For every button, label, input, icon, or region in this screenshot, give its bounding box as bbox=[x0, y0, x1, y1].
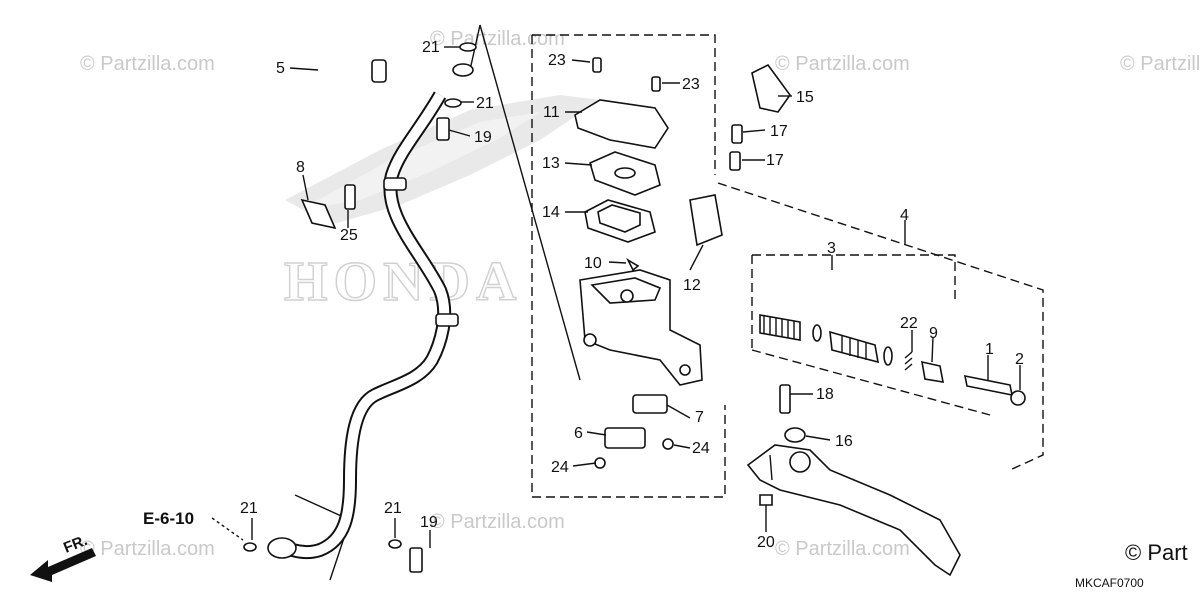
clutch-lever bbox=[746, 384, 961, 577]
callout-19: 19 bbox=[420, 514, 438, 531]
piston-set bbox=[759, 314, 1026, 406]
callout-21: 21 bbox=[476, 95, 494, 112]
callout-20: 20 bbox=[757, 534, 775, 551]
callout-3: 3 bbox=[827, 240, 836, 257]
watermark: © Partzilla.com bbox=[775, 538, 910, 560]
callout-22: 22 bbox=[900, 315, 918, 332]
callout-7: 7 bbox=[695, 409, 704, 426]
hose-fittings bbox=[243, 42, 477, 573]
diagram-code: MKCAF0700 bbox=[1075, 576, 1144, 590]
callout-10: 10 bbox=[584, 255, 602, 272]
callout-23: 23 bbox=[682, 76, 700, 93]
watermark: © Partzilla.com bbox=[80, 538, 215, 560]
callout-14: 14 bbox=[542, 204, 560, 221]
callout-21: 21 bbox=[422, 39, 440, 56]
watermark: © Partzilla.com bbox=[430, 511, 565, 533]
callout-23: 23 bbox=[548, 52, 566, 69]
callout-21: 21 bbox=[384, 500, 402, 517]
callout-21: 21 bbox=[240, 500, 258, 517]
master-cylinder bbox=[574, 57, 791, 469]
callout-4: 4 bbox=[900, 207, 909, 224]
honda-logo-text: HONDA bbox=[284, 251, 522, 313]
callout-17: 17 bbox=[766, 152, 784, 169]
callout-18: 18 bbox=[816, 386, 834, 403]
assembly-frames bbox=[294, 24, 1044, 581]
callout-8: 8 bbox=[296, 159, 305, 176]
brake-hose bbox=[267, 59, 474, 560]
watermark: © Partzilla.com bbox=[775, 53, 910, 75]
front-arrow: FR. bbox=[30, 532, 96, 582]
callout-2: 2 bbox=[1015, 351, 1024, 368]
leader-lines bbox=[211, 46, 1021, 548]
callout-11: 11 bbox=[543, 104, 560, 121]
callout-6: 6 bbox=[574, 425, 583, 442]
callout-16: 16 bbox=[835, 433, 853, 450]
callout-24: 24 bbox=[551, 459, 569, 476]
watermark-layer: © Partzilla.com © Partzilla.com © Partzi… bbox=[80, 28, 1200, 565]
callout-24: 24 bbox=[692, 440, 710, 457]
callout-1: 1 bbox=[985, 341, 994, 358]
callout-17: 17 bbox=[770, 123, 788, 140]
callout-19: 19 bbox=[474, 129, 492, 146]
watermark-corner: © Part bbox=[1125, 540, 1188, 565]
watermark: © Partzilla.com bbox=[80, 53, 215, 75]
callout-25: 25 bbox=[340, 227, 358, 244]
callout-5: 5 bbox=[276, 60, 285, 77]
reference-label: E-6-10 bbox=[143, 509, 194, 528]
callout-13: 13 bbox=[542, 155, 560, 172]
callout-15: 15 bbox=[796, 89, 814, 106]
honda-logo: HONDA bbox=[283, 95, 600, 314]
callout-numbers: 1 2 3 4 5 6 7 8 9 10 11 12 13 14 15 16 1… bbox=[240, 39, 1024, 551]
callout-9: 9 bbox=[929, 325, 938, 342]
callout-12: 12 bbox=[683, 277, 701, 294]
watermark: © Partzilla.com bbox=[1120, 53, 1200, 75]
